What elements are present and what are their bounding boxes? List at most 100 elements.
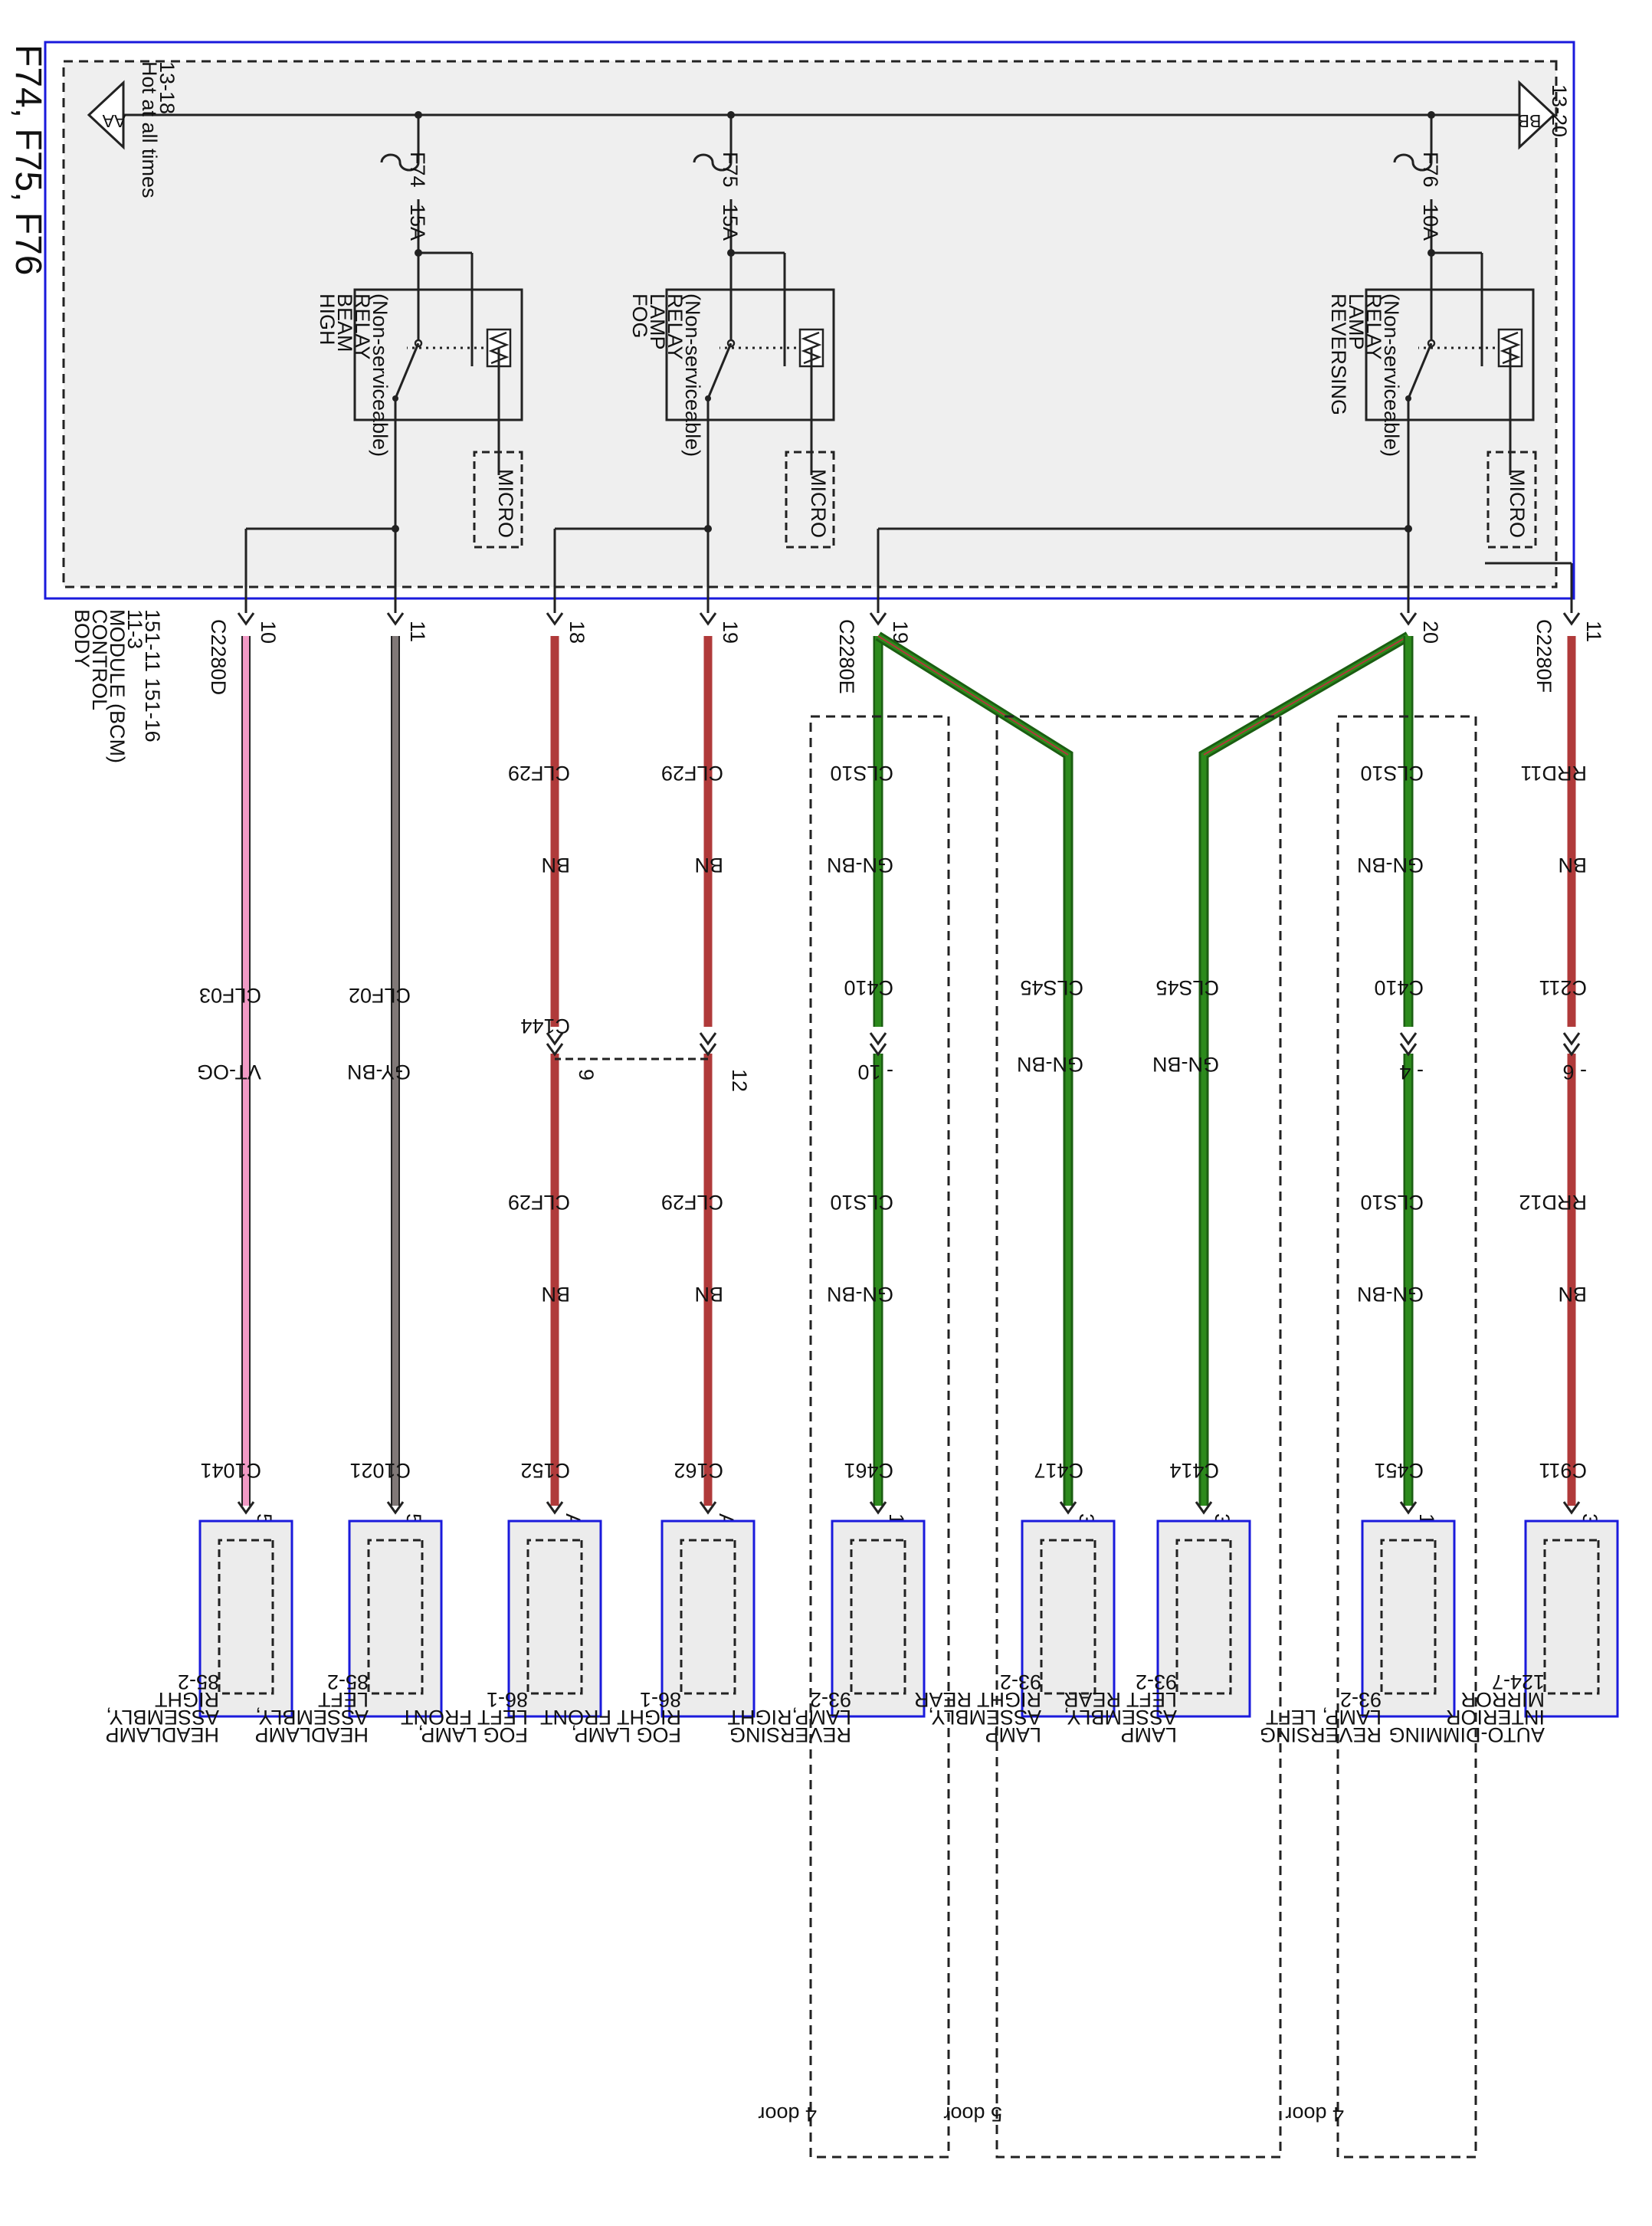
door-note-right: 4 door — [758, 2103, 817, 2126]
svg-text:REVERSING: REVERSING — [729, 1723, 851, 1746]
fuse-f75-rating: 15A — [719, 204, 742, 241]
svg-text:85-2: 85-2 — [178, 1670, 219, 1693]
svg-text:151-11 151-16: 151-11 151-16 — [141, 609, 164, 743]
svg-text:ASSEMBLY,: ASSEMBLY, — [255, 1706, 369, 1729]
svg-text:93-2: 93-2 — [1000, 1670, 1041, 1693]
svg-text:9: 9 — [575, 1069, 598, 1080]
svg-text:ASSEMBLY,: ASSEMBLY, — [106, 1706, 219, 1729]
svg-text:85-2: 85-2 — [327, 1670, 369, 1693]
svg-text:REVERSING: REVERSING — [1327, 293, 1350, 415]
power-source-aa-label: AA — [102, 111, 126, 131]
svg-text:CLS10: CLS10 — [1360, 762, 1424, 785]
pin-label: 20 — [1419, 621, 1442, 644]
svg-text:C152: C152 — [520, 1459, 570, 1482]
door-note-left: 4 door — [1285, 2103, 1344, 2126]
svg-text:C144: C144 — [520, 1015, 570, 1038]
fog-lamp-relay-box — [665, 288, 835, 421]
svg-text:(Non-serviceable): (Non-serviceable) — [369, 293, 392, 457]
svg-text:CLF03: CLF03 — [199, 984, 261, 1007]
svg-text:CLF29: CLF29 — [661, 762, 723, 785]
svg-text:CLS45: CLS45 — [1020, 976, 1083, 999]
high-beam-relay-box — [353, 288, 523, 421]
svg-text:C162: C162 — [674, 1459, 723, 1482]
power-source-aa-note: Hot at all times — [138, 61, 161, 198]
module-connector-c2280f: C2280F — [1532, 619, 1555, 693]
svg-text:GN-BN: GN-BN — [1152, 1053, 1219, 1076]
svg-text:CLF02: CLF02 — [349, 984, 411, 1007]
power-source-bb-note: 13-20 — [1548, 84, 1571, 137]
svg-text:CONTROL: CONTROL — [88, 609, 111, 710]
bcm-label: BODY CONTROL MODULE (BCM) 11-3 151-11 15… — [70, 609, 164, 763]
svg-text:C410: C410 — [844, 976, 893, 999]
fog-lamp-relay-circuit — [553, 115, 835, 613]
svg-text:(Non-serviceable): (Non-serviceable) — [681, 293, 704, 457]
reversing-lamp-relay-label: REVERSING LAMP RELAY (Non-serviceable) — [1327, 293, 1403, 457]
diagram-title: F74, F75, F76 — [8, 44, 48, 275]
high-beam-relay-label: HIGH BEAM RELAY (Non-serviceable) — [316, 293, 392, 457]
component-names: HEADLAMP ASSEMBLY, RIGHT 85-2 HEADLAMP A… — [105, 1670, 1545, 1746]
svg-text:HEADLAMP: HEADLAMP — [254, 1723, 369, 1746]
svg-text:LAMP: LAMP — [985, 1723, 1041, 1746]
high-beam-relay-circuit — [244, 115, 523, 613]
svg-text:CLF29: CLF29 — [661, 1191, 723, 1214]
svg-text:CLF29: CLF29 — [508, 1191, 570, 1214]
svg-text:LAMP, LEFT: LAMP, LEFT — [1266, 1706, 1382, 1729]
svg-text:- 6: - 6 — [1562, 1061, 1587, 1083]
svg-text:GN-BN: GN-BN — [1017, 1053, 1083, 1076]
svg-text:LEFT REAR: LEFT REAR — [1064, 1688, 1177, 1711]
micro-label: MICRO — [807, 469, 830, 538]
svg-text:LAMP,RIGHT: LAMP,RIGHT — [727, 1706, 851, 1729]
svg-text:BN: BN — [1558, 1283, 1587, 1306]
micro-box — [785, 451, 835, 549]
power-source-bb-label: BB — [1518, 111, 1542, 131]
svg-text:CLS10: CLS10 — [1360, 1191, 1424, 1214]
svg-text:C451: C451 — [1374, 1459, 1424, 1482]
micro-label: MICRO — [494, 469, 517, 538]
fuse-f76-name: F76 — [1419, 152, 1442, 188]
svg-text:LAMP: LAMP — [1345, 293, 1368, 350]
svg-text:LEFT FRONT: LEFT FRONT — [401, 1706, 528, 1729]
svg-text:ASSEMBLY,: ASSEMBLY, — [1064, 1706, 1177, 1729]
svg-text:RRD12: RRD12 — [1519, 1191, 1587, 1214]
svg-text:CLS45: CLS45 — [1155, 976, 1219, 999]
power-source-bb-symbol — [1518, 80, 1556, 150]
fuse-f76-rating: 10A — [1419, 204, 1442, 241]
component-boxes — [198, 1520, 1619, 1718]
svg-text:86-1: 86-1 — [487, 1688, 528, 1711]
svg-text:93-2: 93-2 — [1136, 1670, 1177, 1693]
green-wires — [873, 631, 1414, 1506]
svg-text:RIGHT REAR: RIGHT REAR — [914, 1688, 1041, 1711]
svg-text:BN: BN — [694, 854, 723, 877]
micro-label: MICRO — [1506, 469, 1529, 538]
svg-text:86-1: 86-1 — [640, 1688, 681, 1711]
svg-text:GN-BN: GN-BN — [827, 1283, 893, 1306]
svg-text:- 4: - 4 — [1399, 1061, 1424, 1083]
module-connector-pins — [237, 612, 1581, 626]
svg-text:11-3: 11-3 — [123, 609, 146, 649]
door-option-boxes — [809, 715, 1477, 2159]
svg-text:C461: C461 — [844, 1459, 893, 1482]
svg-text:FOG LAMP,: FOG LAMP, — [418, 1723, 528, 1746]
pin-label: 11 — [406, 621, 429, 642]
svg-text:LEFT: LEFT — [318, 1688, 369, 1711]
svg-text:C1041: C1041 — [200, 1459, 261, 1482]
svg-text:GY-BN: GY-BN — [347, 1061, 411, 1083]
micro-box — [1486, 451, 1537, 549]
svg-text:RELAY: RELAY — [664, 293, 687, 360]
inline-connector-labels: C144 9 12 C410 - 10 C410 - 4 C211 - 6 — [520, 976, 1587, 1092]
power-source-aa-symbol — [87, 80, 125, 150]
svg-text:124-7: 124-7 — [1492, 1670, 1545, 1693]
svg-text:CLS10: CLS10 — [830, 1191, 893, 1214]
svg-text:BODY: BODY — [70, 609, 93, 668]
svg-text:CLS10: CLS10 — [830, 762, 893, 785]
svg-text:BN: BN — [1558, 854, 1587, 877]
svg-text:12: 12 — [728, 1069, 751, 1092]
bcm-outline — [44, 41, 1575, 600]
svg-text:AUTO-DIMMING: AUTO-DIMMING — [1389, 1723, 1545, 1746]
door-note-rear: 5 door — [943, 2103, 1002, 2126]
svg-text:RELAY: RELAY — [1362, 293, 1385, 360]
svg-text:ASSEMBLY,: ASSEMBLY, — [928, 1706, 1041, 1729]
pin-label: 19 — [719, 621, 742, 644]
